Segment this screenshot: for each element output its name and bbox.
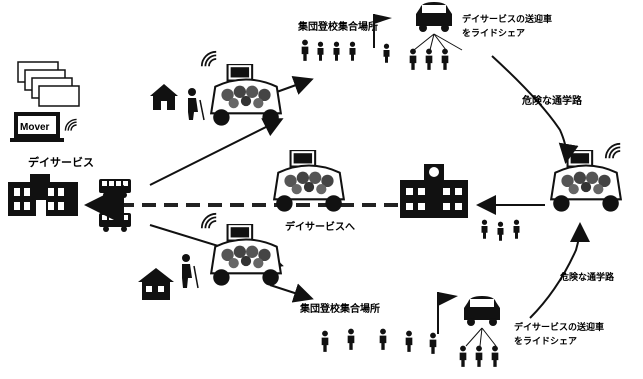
person-icon: [425, 48, 433, 70]
child-icon: [405, 330, 413, 352]
child-icon: [481, 219, 488, 239]
ride-share-label-top-1: デイサービスの送迎車: [462, 13, 552, 25]
wifi-icon: [64, 118, 78, 132]
children-group-right: [481, 219, 520, 241]
wifi-icon: [604, 142, 622, 160]
bus-icon: [99, 179, 131, 198]
person-icon: [441, 48, 449, 70]
elderly-person-icon: [182, 254, 199, 289]
ride-share-lines-bottom: [465, 327, 497, 347]
child-icon: [347, 328, 355, 350]
ride-share-label-bottom-2: をライドシェア: [514, 336, 577, 347]
gathering-label-top: 集団登校集合場所: [297, 20, 378, 33]
child-icon: [321, 330, 329, 352]
flag-icon: [373, 14, 392, 48]
autonomous-car-icon: [210, 224, 282, 287]
van-icon: [464, 296, 500, 326]
gathering-group-bottom: [321, 328, 437, 354]
child-icon: [513, 219, 520, 239]
child-icon: [379, 328, 387, 350]
arrow-to-top-car: [149, 118, 284, 186]
house-icon: [138, 268, 174, 300]
school-icon: [400, 164, 468, 218]
person-icon: [475, 345, 483, 367]
autonomous-car-icon: [550, 150, 622, 213]
dangerous-road-label-bottom: 危険な通学路: [559, 271, 615, 283]
van-icon: [416, 2, 452, 32]
laptop-icon: [10, 112, 64, 142]
house-icon: [150, 84, 178, 110]
gathering-label-bottom: 集団登校集合場所: [299, 302, 380, 315]
person-icon: [459, 345, 467, 367]
day-service-building-icon: [8, 174, 78, 216]
elderly-person-icon: [188, 88, 205, 121]
mover-label: Mover: [20, 122, 50, 133]
child-icon: [497, 221, 504, 241]
ride-share-label-top-2: をライドシェア: [462, 28, 525, 39]
person-icon: [409, 48, 417, 70]
child-icon: [429, 332, 437, 354]
ride-share-lines-top: [413, 33, 463, 51]
gathering-group-top: [301, 39, 390, 63]
person-icon: [491, 345, 499, 367]
autonomous-car-icon: [210, 64, 282, 127]
flag-icon: [437, 292, 458, 334]
laptop-stack-icon: [17, 61, 80, 107]
child-icon: [301, 39, 309, 61]
child-icon: [349, 41, 356, 61]
wifi-icon: [200, 212, 218, 230]
autonomous-car-icon: [273, 150, 345, 213]
dangerous-road-label-top: 危険な通学路: [522, 94, 583, 107]
wifi-icon: [200, 50, 218, 68]
day-service-label: デイサービス: [28, 155, 94, 169]
child-icon: [317, 41, 324, 61]
arrow-to-bottom-gathering: [269, 283, 314, 303]
ride-share-label-bottom-1: デイサービスの送迎車: [514, 321, 604, 333]
curve-arrow-bottom: [529, 222, 590, 319]
child-icon: [383, 43, 390, 63]
to-day-service-label: デイサービスへ: [285, 220, 355, 233]
bus-icon: [99, 213, 131, 232]
child-icon: [333, 41, 340, 61]
curve-arrow-top: [491, 55, 579, 164]
